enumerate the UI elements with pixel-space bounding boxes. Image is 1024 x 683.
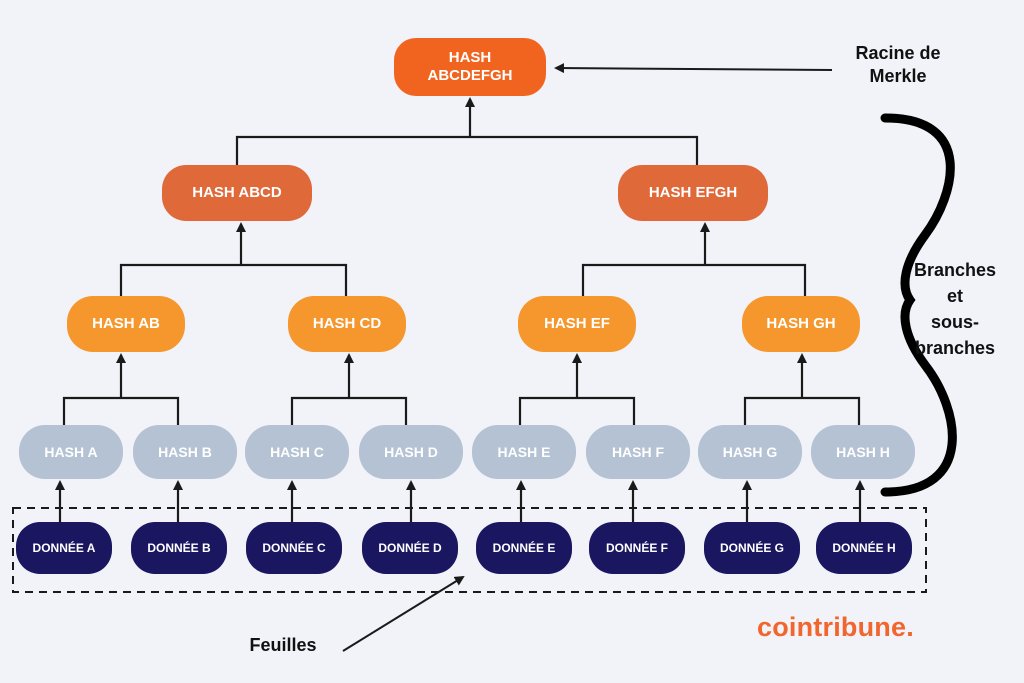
arrow-leaves-label xyxy=(342,575,465,652)
merkle-root-label: Racine de Merkle xyxy=(838,42,958,89)
leaves-box xyxy=(12,507,927,593)
hash-ab-label: HASH AB xyxy=(92,315,160,332)
hash-f-label: HASH F xyxy=(611,443,665,460)
hash-cd-label: HASH CD xyxy=(312,315,382,332)
donnee-e-node: DONNÉE E xyxy=(476,522,572,574)
root-node-line2: ABCDEFGH xyxy=(427,67,513,84)
donnee-e-label: DONNÉE E xyxy=(492,540,556,555)
connector-ab xyxy=(62,396,180,425)
donnee-h-label: DONNÉE H xyxy=(832,540,896,555)
branches-label-line2: et xyxy=(946,286,963,307)
cointribune-logo: cointribune. xyxy=(757,612,914,642)
hash-gh-label: HASH GH xyxy=(766,315,836,332)
hash-g-node: HASH G xyxy=(698,425,802,479)
donnee-g-node: DONNÉE G xyxy=(704,522,800,574)
hash-cd-node: HASH CD xyxy=(288,296,406,352)
hash-b-node: HASH B xyxy=(133,425,237,479)
donnee-d-node: DONNÉE D xyxy=(362,522,458,574)
branches-label-line1: Branches xyxy=(913,260,997,280)
hash-efgh-node: HASH EFGH xyxy=(618,165,768,221)
arrow-root-label xyxy=(554,63,833,74)
hash-a-label: HASH A xyxy=(44,443,98,460)
connector-root xyxy=(235,135,699,165)
root-node: HASH ABCDEFGH xyxy=(394,38,546,96)
root-node-line1: HASH xyxy=(448,49,492,66)
branches-label-line4: branches xyxy=(914,338,996,359)
hash-e-node: HASH E xyxy=(472,425,576,479)
hash-efgh-label: HASH EFGH xyxy=(648,184,738,201)
hash-abcd-label: HASH ABCD xyxy=(192,184,282,201)
donnee-a-label: DONNÉE A xyxy=(32,540,96,555)
donnee-f-node: DONNÉE F xyxy=(589,522,685,574)
hash-gh-node: HASH GH xyxy=(742,296,860,352)
hash-g-label: HASH G xyxy=(722,443,778,460)
hash-e-label: HASH E xyxy=(497,443,551,460)
hash-h-label: HASH H xyxy=(836,443,890,460)
hash-ab-node: HASH AB xyxy=(67,296,185,352)
merkle-root-label-line2: Merkle xyxy=(869,66,927,87)
hash-ef-label: HASH EF xyxy=(544,315,610,332)
hash-a-node: HASH A xyxy=(19,425,123,479)
donnee-g-label: DONNÉE G xyxy=(719,540,784,555)
branches-label: Branches et sous- branches xyxy=(903,257,1007,361)
branches-label-line3: sous- xyxy=(930,312,979,333)
hash-b-label: HASH B xyxy=(158,443,212,460)
donnee-c-label: DONNÉE C xyxy=(262,540,326,555)
hash-c-node: HASH C xyxy=(245,425,349,479)
donnee-a-node: DONNÉE A xyxy=(16,522,112,574)
connector-gh xyxy=(743,396,861,425)
donnee-b-label: DONNÉE B xyxy=(147,540,211,555)
connector-ef xyxy=(518,396,636,425)
connector-abcd xyxy=(119,263,348,296)
hash-abcd-node: HASH ABCD xyxy=(162,165,312,221)
connector-efgh xyxy=(581,263,807,296)
donnee-c-node: DONNÉE C xyxy=(246,522,342,574)
hash-c-label: HASH C xyxy=(270,443,324,460)
hash-d-label: HASH D xyxy=(384,443,438,460)
hash-ef-node: HASH EF xyxy=(518,296,636,352)
hash-h-node: HASH H xyxy=(811,425,915,479)
donnee-h-node: DONNÉE H xyxy=(816,522,912,574)
donnee-f-label: DONNÉE F xyxy=(605,540,668,555)
connector-cd xyxy=(290,396,408,425)
merkle-root-label-line1: Racine de xyxy=(855,43,941,63)
donnee-d-label: DONNÉE D xyxy=(378,540,442,555)
hash-d-node: HASH D xyxy=(359,425,463,479)
curly-brace-icon xyxy=(880,113,957,497)
leaves-label: Feuilles xyxy=(249,635,317,655)
hash-f-node: HASH F xyxy=(586,425,690,479)
donnee-b-node: DONNÉE B xyxy=(131,522,227,574)
